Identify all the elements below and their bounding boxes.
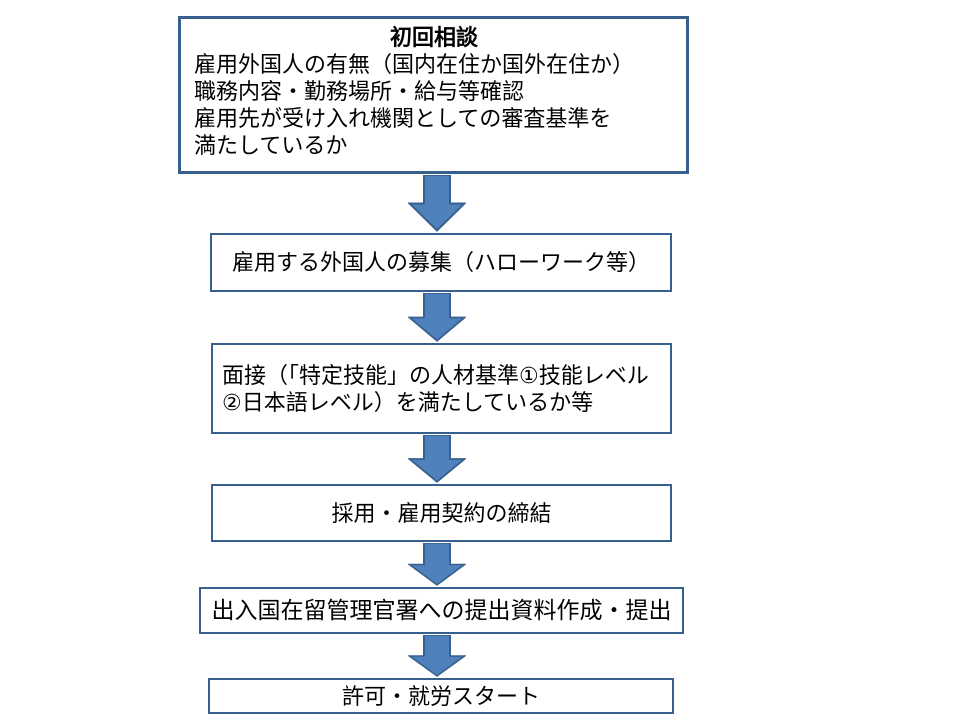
flow-step-initial-consultation: 初回相談 雇用外国人の有無（国内在住か国外在住か） 職務内容・勤務場所・給与等確…: [178, 16, 689, 174]
step-text-line: 許可・就労スタート: [341, 683, 540, 709]
down-arrow-icon: [408, 175, 466, 232]
step-text-line: 雇用外国人の有無（国内在住か国外在住か）: [194, 52, 635, 77]
flow-step-hiring-contract: 採用・雇用契約の締結: [211, 484, 672, 542]
step-text-line: 満たしているか: [194, 133, 348, 158]
step-text-line: ②日本語レベル）を満たしているか等: [222, 389, 594, 415]
down-arrow-icon: [408, 435, 466, 483]
step-text-line: 雇用先が受け入れ機関としての審査基準を: [194, 106, 612, 131]
step-text-line: 出入国在留管理官署への提出資料作成・提出: [211, 597, 672, 623]
down-arrow-icon: [408, 543, 466, 586]
flow-step-permit-work-start: 許可・就労スタート: [208, 678, 674, 714]
step-title: 初回相談: [389, 25, 478, 50]
flow-step-document-submission: 出入国在留管理官署への提出資料作成・提出: [199, 587, 684, 634]
down-arrow-icon: [408, 293, 466, 342]
step-text-line: 採用・雇用契約の締結: [331, 500, 552, 526]
step-text-line: 面接（「特定技能」の人材基準①技能レベル: [222, 362, 649, 388]
flow-step-interview: 面接（「特定技能」の人材基準①技能レベル ②日本語レベル）を満たしているか等: [211, 343, 672, 434]
down-arrow-icon: [408, 635, 466, 677]
flow-step-recruitment: 雇用する外国人の募集（ハローワーク等）: [210, 233, 672, 292]
step-text-line: 雇用する外国人の募集（ハローワーク等）: [231, 250, 650, 275]
step-text-line: 職務内容・勤務場所・給与等確認: [194, 79, 525, 104]
